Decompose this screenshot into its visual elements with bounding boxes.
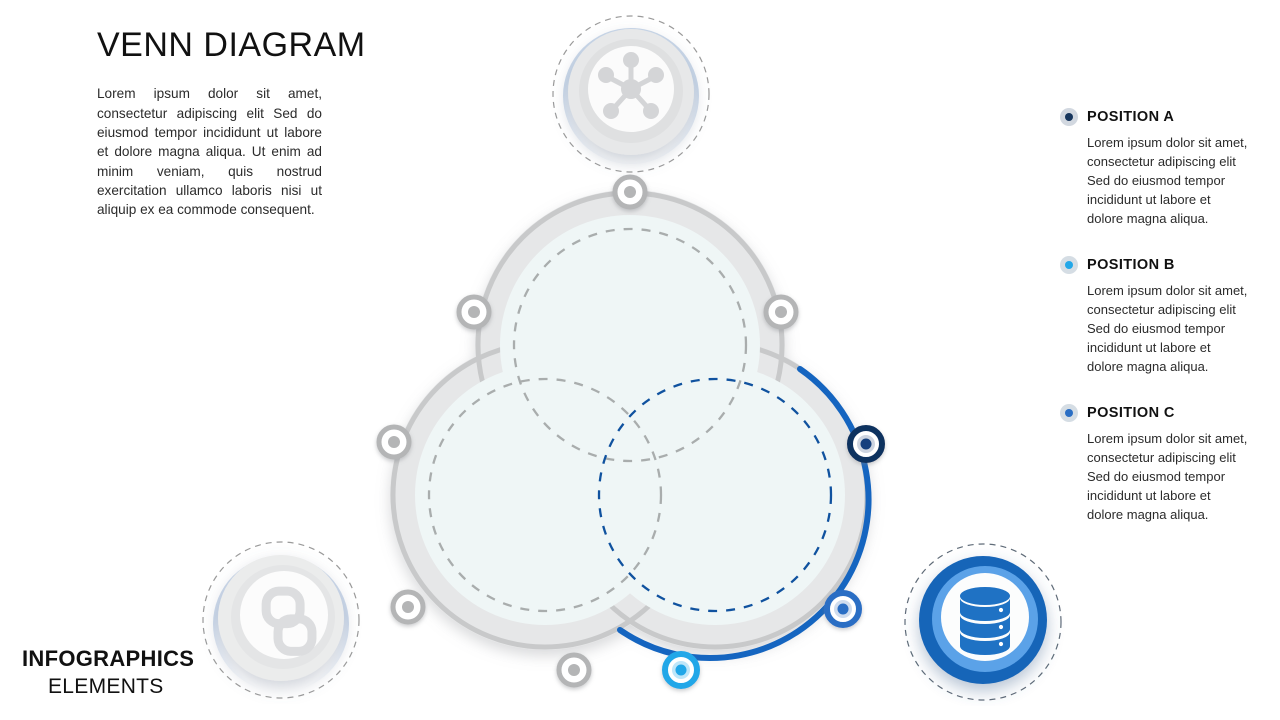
circle-top-dashed [512, 227, 748, 463]
footer-title: INFOGRAPHICS [22, 646, 195, 671]
dashed-ring [552, 15, 710, 173]
bullet-icon [1060, 256, 1078, 274]
node-upper-right[interactable] [763, 294, 799, 330]
venn-dashed-outlines [427, 227, 833, 613]
legend-body: Lorem ipsum dolor sit amet, consectetur … [1087, 135, 1248, 226]
dashed-ring [202, 541, 360, 699]
link-medallion[interactable] [198, 538, 364, 704]
node-right-upper[interactable] [847, 425, 885, 463]
dashed-ring [904, 543, 1062, 701]
intro-block: VENN DIAGRAM Lorem ipsum dolor sit amet,… [97, 26, 366, 219]
database-icon [960, 587, 1010, 655]
legend-body: Lorem ipsum dolor sit amet, consectetur … [1087, 431, 1248, 522]
legend-title: POSITION A [1087, 109, 1175, 125]
footer-subtitle: ELEMENTS [48, 675, 164, 698]
legend-title: POSITION B [1087, 257, 1175, 273]
database-medallion[interactable] [900, 540, 1066, 706]
node-lower-left[interactable] [390, 589, 426, 625]
venn-diagram [330, 150, 950, 715]
node-right-lower[interactable] [824, 590, 862, 628]
legend-head: POSITION A [1060, 108, 1250, 126]
legend-head: POSITION C [1060, 404, 1250, 422]
venn-svg [376, 174, 885, 689]
bullet-icon [1060, 404, 1078, 422]
network-medallion[interactable] [548, 12, 714, 178]
node-bottom[interactable] [556, 652, 592, 688]
chain-link-icon [261, 586, 317, 656]
inner-disc [240, 571, 328, 659]
bullet-icon [1060, 108, 1078, 126]
node-bottom-blue[interactable] [662, 651, 700, 689]
legend-list: POSITION A Lorem ipsum dolor sit amet, c… [1060, 108, 1250, 552]
legend-title: POSITION C [1087, 405, 1175, 421]
circle-left-dashed [427, 377, 663, 613]
node-left[interactable] [376, 424, 412, 460]
legend-head: POSITION B [1060, 256, 1250, 274]
venn-inner-fills [415, 215, 845, 625]
venn-nodes [376, 174, 885, 689]
node-upper-left[interactable] [456, 294, 492, 330]
legend-item-position-a[interactable]: POSITION A Lorem ipsum dolor sit amet, c… [1060, 108, 1250, 228]
intro-paragraph: Lorem ipsum dolor sit amet, consectetur … [97, 86, 322, 218]
legend-body: Lorem ipsum dolor sit amet, consectetur … [1087, 283, 1248, 374]
legend-item-position-c[interactable]: POSITION C Lorem ipsum dolor sit amet, c… [1060, 404, 1250, 524]
footer-branding: INFOGRAPHICS ELEMENTS [22, 646, 194, 699]
page-title: VENN DIAGRAM [97, 26, 366, 64]
network-hub-icon [598, 52, 664, 119]
legend-item-position-b[interactable]: POSITION B Lorem ipsum dolor sit amet, c… [1060, 256, 1250, 376]
circle-right-dashed [597, 377, 833, 613]
node-top[interactable] [612, 174, 648, 210]
